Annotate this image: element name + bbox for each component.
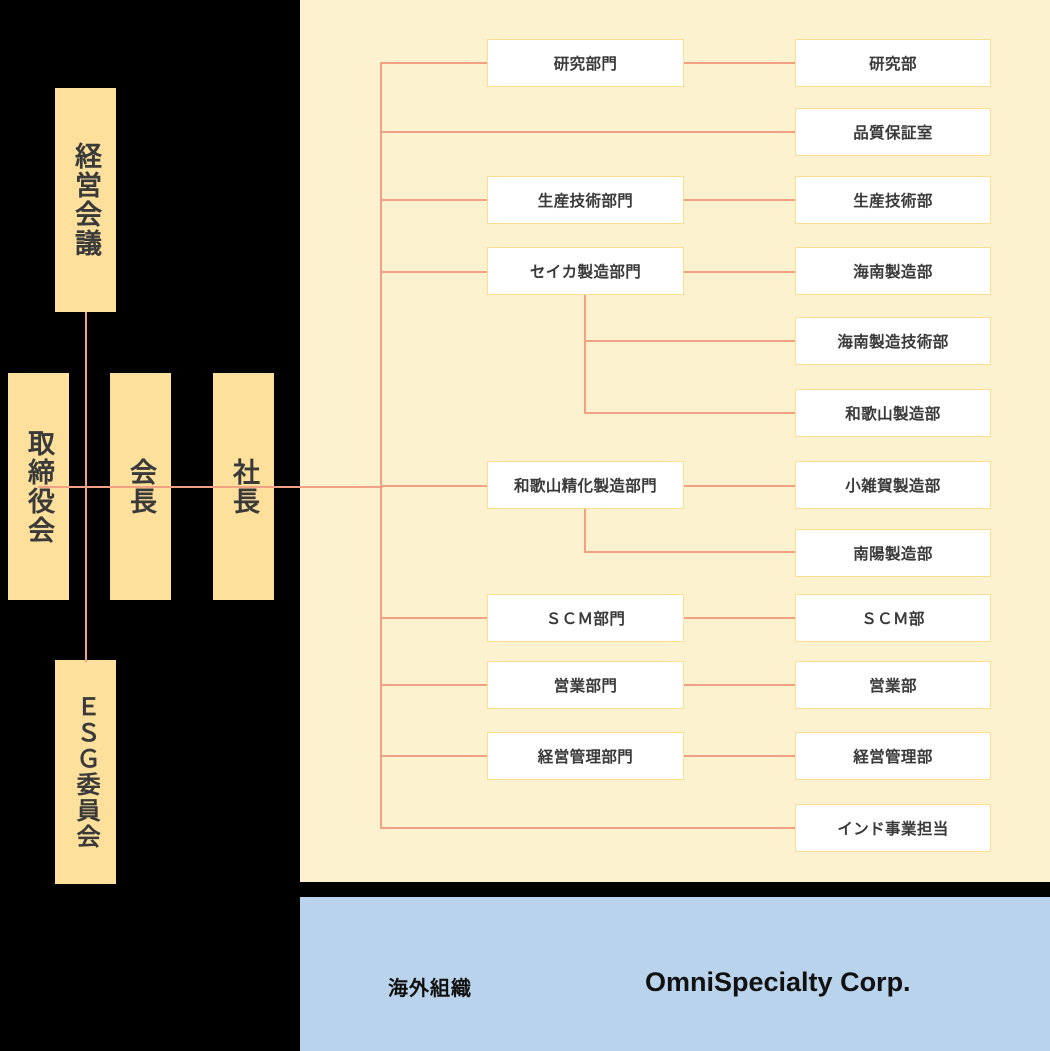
division-box-research[interactable]: 研究部門: [487, 39, 684, 87]
overseas-company-name: OmniSpecialty Corp.: [645, 967, 911, 997]
department-box-quality-assurance[interactable]: 品質保証室: [795, 108, 991, 156]
department-box-management-administration[interactable]: 経営管理部: [795, 732, 991, 780]
connector-branch-scm-division: [380, 617, 488, 619]
connector-seika-to-dept: [684, 271, 796, 273]
connector-wakayama-seika-subtree-spine: [584, 509, 586, 553]
department-box-scm[interactable]: ＳＣＭ部: [795, 594, 991, 642]
connector-wakayama-seika-to-dept: [684, 485, 796, 487]
connector-branch-management-division: [380, 755, 488, 757]
connector-wakayama-seika-sub-nanyo: [584, 551, 796, 553]
division-box-wakayama-seika-manufacturing[interactable]: 和歌山精化製造部門: [487, 461, 684, 509]
division-box-sales[interactable]: 営業部門: [487, 661, 684, 709]
connector-sales-to-dept: [684, 684, 796, 686]
connector-research-to-dept: [684, 62, 796, 64]
department-box-india-business[interactable]: インド事業担当: [795, 804, 991, 852]
division-box-management-administration[interactable]: 経営管理部門: [487, 732, 684, 780]
connector-branch-research-division: [380, 62, 488, 64]
division-box-scm[interactable]: ＳＣＭ部門: [487, 594, 684, 642]
department-box-kainan-manufacturing-technology[interactable]: 海南製造技術部: [795, 317, 991, 365]
connector-seika-subtree-spine: [584, 295, 586, 413]
overseas-organization-panel: [300, 897, 1050, 1051]
connector-branch-india-business: [380, 827, 796, 829]
executive-box-esg-committee[interactable]: ＥＳＧ委員会: [55, 660, 116, 884]
executive-box-management-meeting[interactable]: 経営会議: [55, 88, 116, 312]
division-box-production-technology[interactable]: 生産技術部門: [487, 176, 684, 224]
connector-president-trunk: [380, 62, 382, 829]
connector-production-tech-to-dept: [684, 199, 796, 201]
department-box-research[interactable]: 研究部: [795, 39, 991, 87]
connector-management-to-dept: [684, 755, 796, 757]
connector-seika-sub-kainan-tech: [584, 340, 796, 342]
connector-scm-to-dept: [684, 617, 796, 619]
connector-branch-production-tech-division: [380, 199, 488, 201]
department-box-kozaika-manufacturing[interactable]: 小雑賀製造部: [795, 461, 991, 509]
connector-seika-sub-wakayama: [584, 412, 796, 414]
department-box-nanyo-manufacturing[interactable]: 南陽製造部: [795, 529, 991, 577]
connector-branch-quality-assurance: [380, 131, 796, 133]
connector-branch-wakayama-seika-division: [380, 485, 488, 487]
connector-branch-sales-division: [380, 684, 488, 686]
department-box-sales[interactable]: 営業部: [795, 661, 991, 709]
department-box-kainan-manufacturing[interactable]: 海南製造部: [795, 247, 991, 295]
division-box-seika-manufacturing[interactable]: セイカ製造部門: [487, 247, 684, 295]
department-box-wakayama-manufacturing[interactable]: 和歌山製造部: [795, 389, 991, 437]
connector-branch-seika-division: [380, 271, 488, 273]
overseas-section-label: 海外組織: [388, 978, 472, 1000]
connector-executive-row: [38, 486, 383, 488]
department-box-production-technology[interactable]: 生産技術部: [795, 176, 991, 224]
